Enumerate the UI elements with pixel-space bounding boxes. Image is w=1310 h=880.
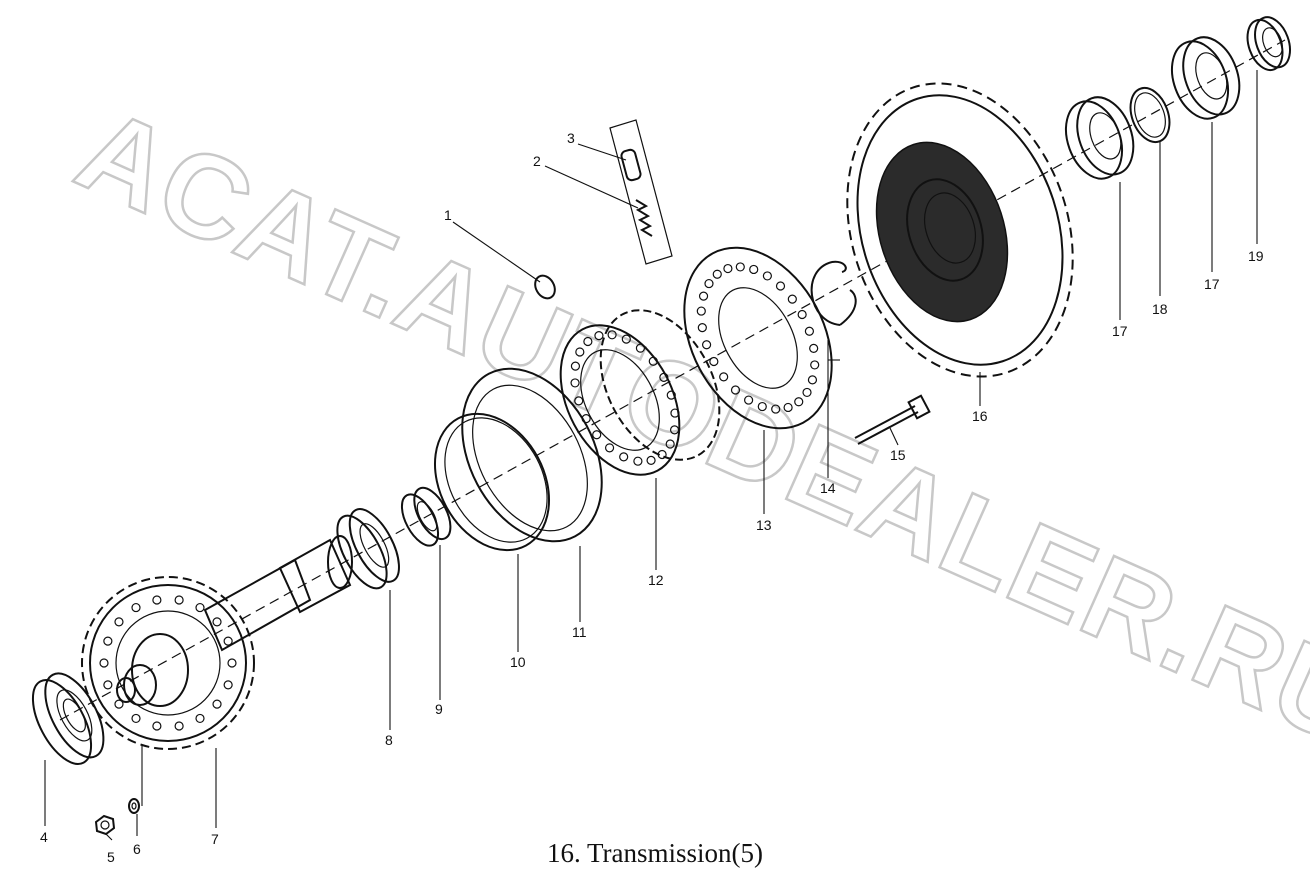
callout-6: 6 [133, 841, 141, 857]
callout-4: 4 [40, 829, 48, 845]
gear-shaft-7 [81, 535, 353, 750]
callout-17a: 17 [1112, 323, 1128, 339]
large-gear-16 [846, 82, 1074, 378]
seal-19 [1246, 16, 1291, 72]
callout-2: 2 [533, 153, 541, 169]
callout-7: 7 [211, 831, 219, 847]
clutch-drum-12 [559, 309, 721, 476]
callout-13: 13 [756, 517, 772, 533]
nut-5 [94, 814, 116, 836]
callout-9: 9 [435, 701, 443, 717]
callout-18: 18 [1152, 301, 1168, 317]
circlip-14 [810, 260, 857, 326]
callout-1: 1 [444, 207, 452, 223]
watermark: ACAT.AUTODEALER.RU [59, 83, 1310, 771]
ring-18 [1129, 86, 1171, 144]
bolt-15 [854, 394, 931, 445]
snap-ring-10 [433, 412, 551, 552]
bearing-8 [336, 508, 400, 590]
callout-8: 8 [385, 732, 393, 748]
washer-6 [128, 798, 140, 814]
callout-17b: 17 [1204, 276, 1220, 292]
callout-14: 14 [820, 480, 836, 496]
callout-3: 3 [567, 130, 575, 146]
callout-5: 5 [107, 849, 115, 865]
figure-caption: 16. Transmission(5) [546, 838, 764, 868]
bearing-9 [400, 486, 452, 547]
leader-lines [44, 70, 1258, 841]
callout-12: 12 [648, 572, 664, 588]
bearing-17b [1170, 36, 1241, 120]
callout-16: 16 [972, 408, 988, 424]
callout-10: 10 [510, 654, 526, 670]
inset-box-2-3 [609, 119, 673, 265]
bearing-17a [1064, 96, 1135, 180]
pin-1 [534, 274, 556, 300]
callout-11: 11 [572, 624, 587, 640]
callout-19: 19 [1248, 248, 1264, 264]
callout-15: 15 [890, 447, 906, 463]
disc-11 [461, 367, 603, 543]
assembly-axis [59, 39, 1286, 721]
